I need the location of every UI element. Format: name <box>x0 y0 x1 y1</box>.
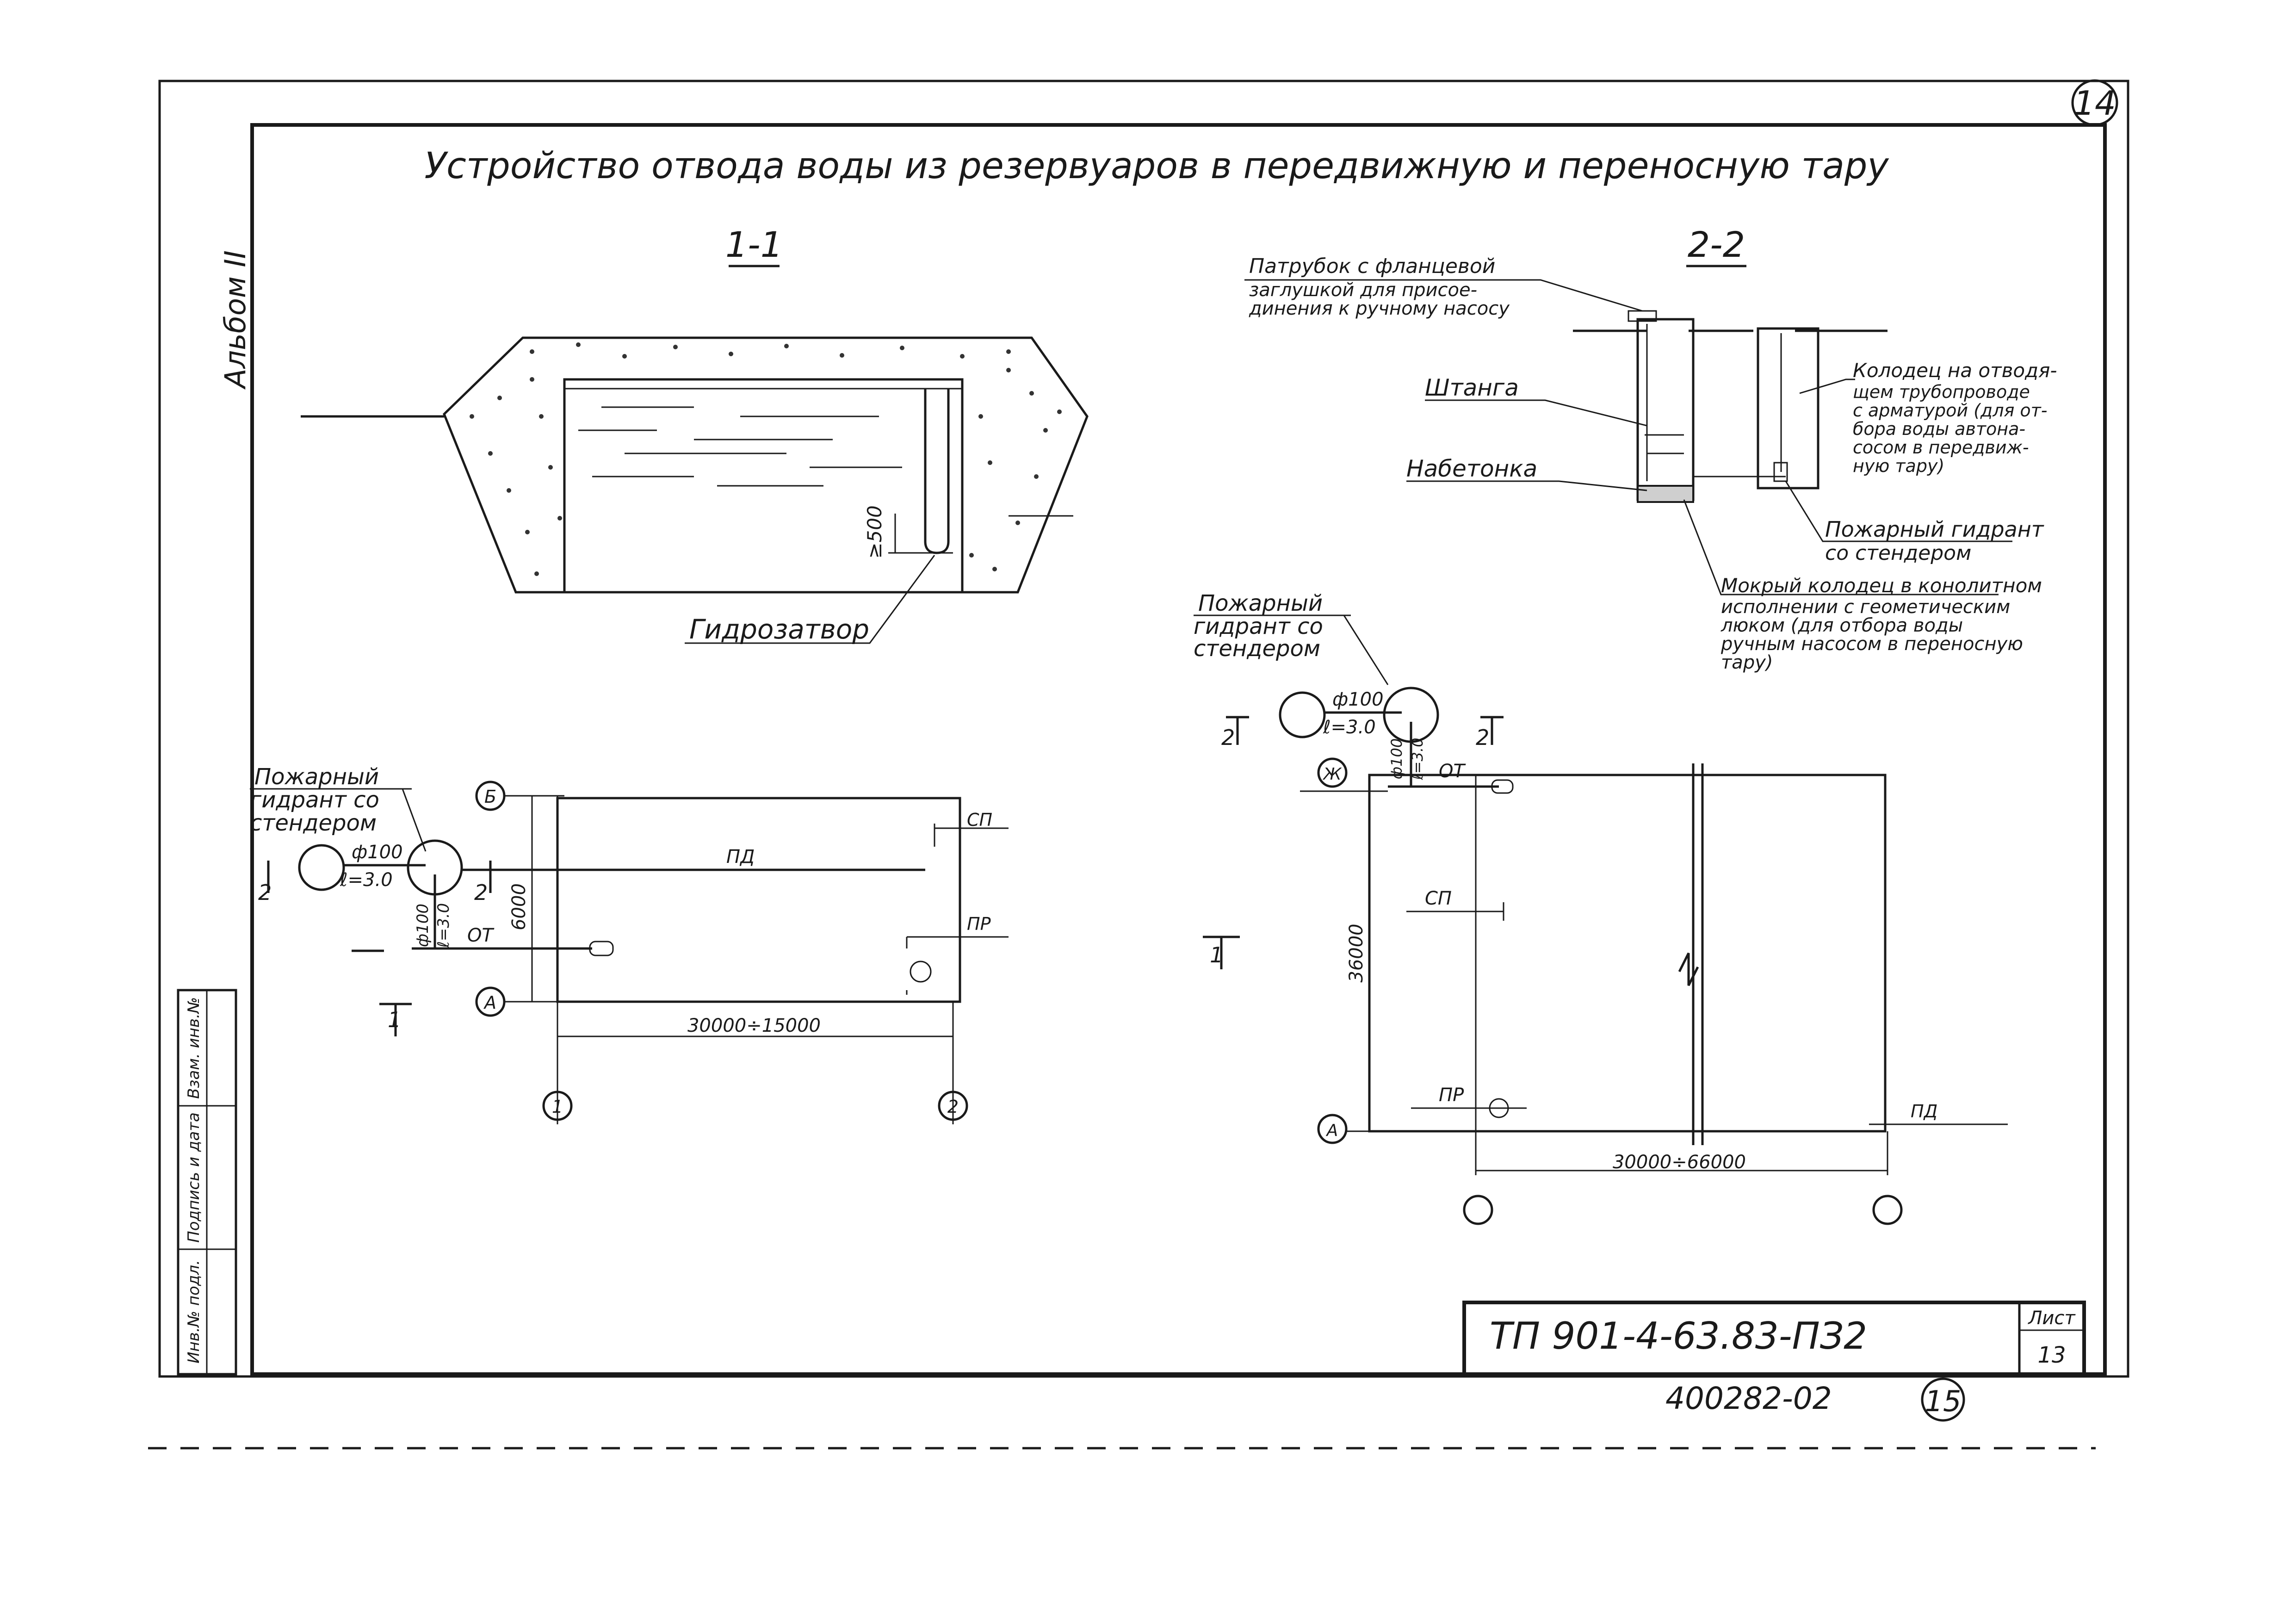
plan-left-pipe-diam: ф100 <box>352 842 403 863</box>
well-label-3: с арматурой (для от- <box>1853 400 2048 421</box>
sheet-number-top: 14 <box>2071 79 2118 126</box>
plan-right-cut-mark-bottom: 1 <box>1210 942 1223 967</box>
well-label-1: Колодец на отводя- <box>1853 359 2057 382</box>
plan-right-line-pr: ПР <box>1439 1085 1464 1106</box>
concrete-label: Набетонка <box>1406 455 1537 482</box>
stamp-label-sign: Подпись и дата <box>185 1112 203 1243</box>
sheet-title: Устройство отвода воды из резервуаров в … <box>424 145 1889 187</box>
plan-right-reservoir <box>1368 774 1887 1133</box>
plan-right-hydrant-label-1: Пожарный <box>1198 590 1323 616</box>
plan-left-pipe-len: ℓ=3.0 <box>340 869 393 891</box>
section-2-2-title: 2-2 <box>1688 224 1745 265</box>
plan-right-hydrant-label-2: гидрант со <box>1194 614 1323 639</box>
rod-label: Штанга <box>1425 374 1519 401</box>
plan-right-axis-left <box>1463 1195 1493 1225</box>
section-1-1-title: 1-1 <box>725 224 783 265</box>
album-label: Альбом II <box>218 250 252 390</box>
well-label-2: щем трубопроводе <box>1853 382 2030 402</box>
plan-right-cut-mark-right: 2 <box>1476 725 1489 750</box>
plan-left-pipe-diam-v: ф100 <box>414 904 432 947</box>
plan-left-hydrant-label-2: гидрант со <box>250 787 379 813</box>
left-stamp-strip: Инв.№ подл. Подпись и дата Взам. инв.№ <box>177 989 237 1376</box>
plan-right-axis-right <box>1872 1195 1903 1225</box>
sheet-label: Лист <box>2027 1308 2076 1329</box>
plan-left-line-ot: ОТ <box>467 925 495 946</box>
hydroseal-pipe <box>924 389 950 554</box>
well-label-4: бора воды автона- <box>1853 419 2025 439</box>
plan-left-axis-1 <box>542 1091 573 1121</box>
valve-well <box>1757 327 1819 490</box>
plan-left-dim-horizontal: 30000÷15000 <box>687 1015 821 1036</box>
hydroseal-label: Гидрозатвор <box>689 614 869 645</box>
plan-left-dim-vertical: 6000 <box>508 883 530 930</box>
plan-left-line-pr: ПР <box>967 914 991 934</box>
svg-text:Б: Б <box>484 787 496 807</box>
plan-right-pipe-diam: ф100 <box>1332 689 1384 710</box>
section-1-1-dim: ≥500 <box>863 505 886 558</box>
plan-left-well-circle <box>298 844 345 891</box>
plan-right-pipe-diam-v: ф100 <box>1388 738 1405 779</box>
plan-left-line-sp: СП <box>967 810 992 830</box>
plan-left: Пожарный гидрант со стендером ф100 ℓ=3.0… <box>250 764 1009 1124</box>
reservoir <box>563 378 964 594</box>
pipe-stub-label-3: динения к ручному насосу <box>1249 298 1510 319</box>
well-label-6: ную тару) <box>1853 456 1944 476</box>
plan-left-axis-2 <box>938 1091 968 1121</box>
sheet-frame <box>148 80 2129 1450</box>
plan-left-hydrant-label-1: Пожарный <box>254 764 379 790</box>
section-1-1: 1-1 <box>301 224 1089 645</box>
plan-left-cut-mark-bottom: 1 <box>388 1007 401 1032</box>
section-2-2: 2-2 Патрубок с фланцевой заглушкой для п… <box>1244 224 2057 673</box>
plan-right: Пожарный гидрант со стендером ф100 ℓ=3.0… <box>1194 590 2008 1225</box>
svg-text:А: А <box>483 992 496 1013</box>
hydrant-label-1-2-2: Пожарный гидрант <box>1825 517 2044 542</box>
wet-well-label-3: люком (для отбора воды <box>1720 615 1963 636</box>
svg-text:1: 1 <box>552 1097 563 1117</box>
plan-left-reservoir <box>556 797 961 1003</box>
plan-right-cut-mark-left: 2 <box>1221 725 1235 750</box>
svg-text:2: 2 <box>947 1097 959 1117</box>
doc-code: ТП 901-4-63.83-ПЗ2 <box>1490 1314 1867 1357</box>
hydrant-label-2-2-2: со стендером <box>1825 541 1971 565</box>
wet-well-label-4: ручным насосом в переносную <box>1720 633 2023 655</box>
embankment-hatch <box>470 342 1062 576</box>
plan-right-well-circle <box>1279 691 1326 738</box>
plan-left-cut-mark-right: 2 <box>474 880 488 905</box>
plan-right-line-pd: ПД <box>1911 1101 1937 1122</box>
pipe-stub-label-2: заглушкой для присое- <box>1249 279 1477 301</box>
svg-text:15: 15 <box>1925 1384 1962 1418</box>
plan-left-pipe-len-v: ℓ=3.0 <box>434 903 453 948</box>
title-block: ТП 901-4-63.83-ПЗ2 Лист 13 <box>1462 1301 2086 1376</box>
plan-right-line-sp: СП <box>1425 888 1452 909</box>
embankment <box>443 336 1089 594</box>
plan-left-cut-mark: 2 <box>258 880 272 905</box>
svg-text:А: А <box>1326 1121 1338 1140</box>
plan-right-dim-horizontal: 30000÷66000 <box>1613 1152 1746 1173</box>
wet-well-label-2: исполнении с геометическим <box>1721 596 2010 618</box>
wet-well-label-1: Мокрый колодец в конолитном <box>1721 574 2042 597</box>
stamp-label-inv: Инв.№ подл. <box>185 1260 203 1364</box>
plan-right-dim-vertical: 36000 <box>1346 924 1367 982</box>
plan-left-line-pd: ПД <box>726 846 755 868</box>
sheet-no: 13 <box>2037 1342 2066 1368</box>
wet-well-label-5: тару) <box>1721 652 1773 673</box>
well-label-5: сосом в передвиж- <box>1853 437 2029 458</box>
plan-right-axis-zh <box>1317 757 1348 788</box>
water-lines <box>578 406 902 487</box>
plan-right-pipe-len: ℓ=3.0 <box>1323 717 1376 738</box>
plan-right-axis-a <box>1317 1114 1348 1144</box>
pipe-stub-label-1: Патрубок с фланцевой <box>1249 254 1495 278</box>
svg-text:Ж: Ж <box>1323 765 1343 784</box>
stamp-label-replace: Взам. инв.№ <box>185 997 203 1099</box>
wet-well <box>1636 318 1695 501</box>
sheet-number-bottom: 15 <box>1921 1377 1965 1422</box>
svg-text:14: 14 <box>2073 84 2116 123</box>
archive-number: 400282-02 <box>1665 1381 1832 1416</box>
plan-right-hydrant-label-3: стендером <box>1194 636 1320 662</box>
plan-left-hydrant-label-3: стендером <box>250 810 377 836</box>
plan-right-line-ot: ОТ <box>1439 761 1466 782</box>
